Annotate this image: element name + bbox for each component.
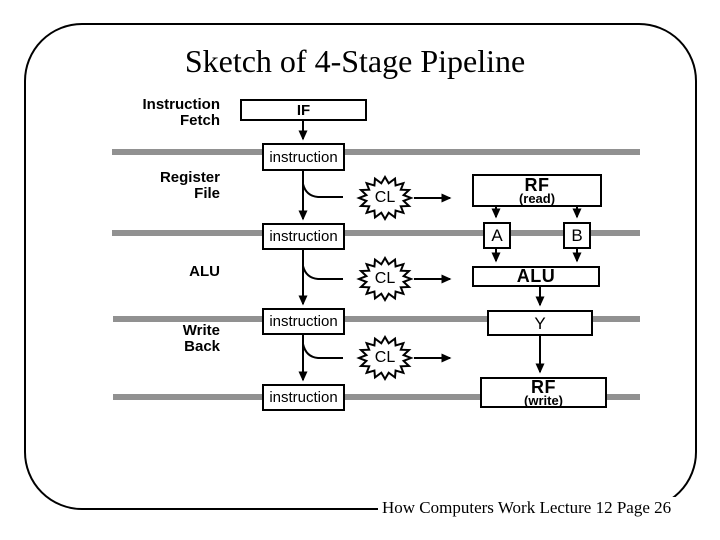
if-box: IF: [240, 99, 367, 121]
control-logic-cloud-3: CL: [356, 334, 414, 382]
stage-label-line: Fetch: [179, 112, 220, 129]
rf-read-sub: (read): [518, 190, 556, 206]
control-logic-cloud-1: CL: [356, 174, 414, 222]
instruction-register-3: instruction: [262, 308, 345, 335]
pipeline-bar-4: [113, 394, 640, 400]
instruction-register-label: instruction: [269, 313, 338, 330]
stage-label-line: Register: [159, 169, 220, 186]
control-logic-label: CL: [374, 349, 396, 366]
y-register-label: Y: [534, 313, 546, 333]
rf-write-sub: (write): [524, 392, 563, 408]
y-register-box: Y: [487, 310, 593, 336]
stage-label-write-back: Write Back: [80, 323, 220, 355]
stage-label-line: ALU: [189, 263, 220, 280]
b-register-box: B: [563, 222, 591, 249]
instruction-register-label: instruction: [269, 389, 338, 406]
instruction-register-2: instruction: [262, 223, 345, 250]
instruction-register-1: instruction: [262, 143, 345, 171]
stage-label-line: Back: [184, 338, 220, 355]
stage-label-line: Write: [182, 322, 220, 339]
a-register-label: A: [491, 226, 503, 245]
rf-write-title: RF: [531, 376, 556, 397]
page-title: Sketch of 4-Stage Pipeline: [184, 43, 526, 79]
instruction-register-4: instruction: [262, 384, 345, 411]
starburst-cloud-icon: [356, 335, 414, 381]
stage-label-instruction-fetch: Instruction Fetch: [80, 96, 221, 129]
footer-caption: How Computers Work Lecture 12 Page 26: [378, 497, 680, 518]
alu-box-label: ALU: [516, 266, 556, 286]
pipeline-bar-2: [112, 230, 640, 236]
starburst-cloud-icon: [356, 256, 414, 302]
stage-label-alu: ALU: [80, 264, 220, 280]
instruction-register-label: instruction: [269, 228, 338, 245]
rf-write-box: RF (write): [480, 377, 607, 408]
stage-label-register-file: Register File: [80, 170, 220, 202]
stage-label-line: File: [194, 185, 220, 202]
rf-read-box: RF (read): [472, 174, 602, 207]
a-register-box: A: [483, 222, 511, 249]
stage-label-line: Instruction: [142, 96, 221, 113]
starburst-cloud-icon: [356, 175, 414, 221]
control-logic-label: CL: [374, 270, 396, 287]
control-logic-label: CL: [374, 189, 396, 206]
b-register-label: B: [571, 226, 583, 245]
pipeline-bar-1: [112, 149, 640, 155]
instruction-register-label: instruction: [269, 148, 338, 166]
rf-read-title: RF: [524, 174, 550, 195]
alu-box: ALU: [472, 266, 600, 287]
slide-border: [24, 23, 697, 510]
control-logic-cloud-2: CL: [356, 255, 414, 303]
if-box-label: IF: [296, 101, 311, 119]
pipeline-bar-3: [113, 316, 640, 322]
